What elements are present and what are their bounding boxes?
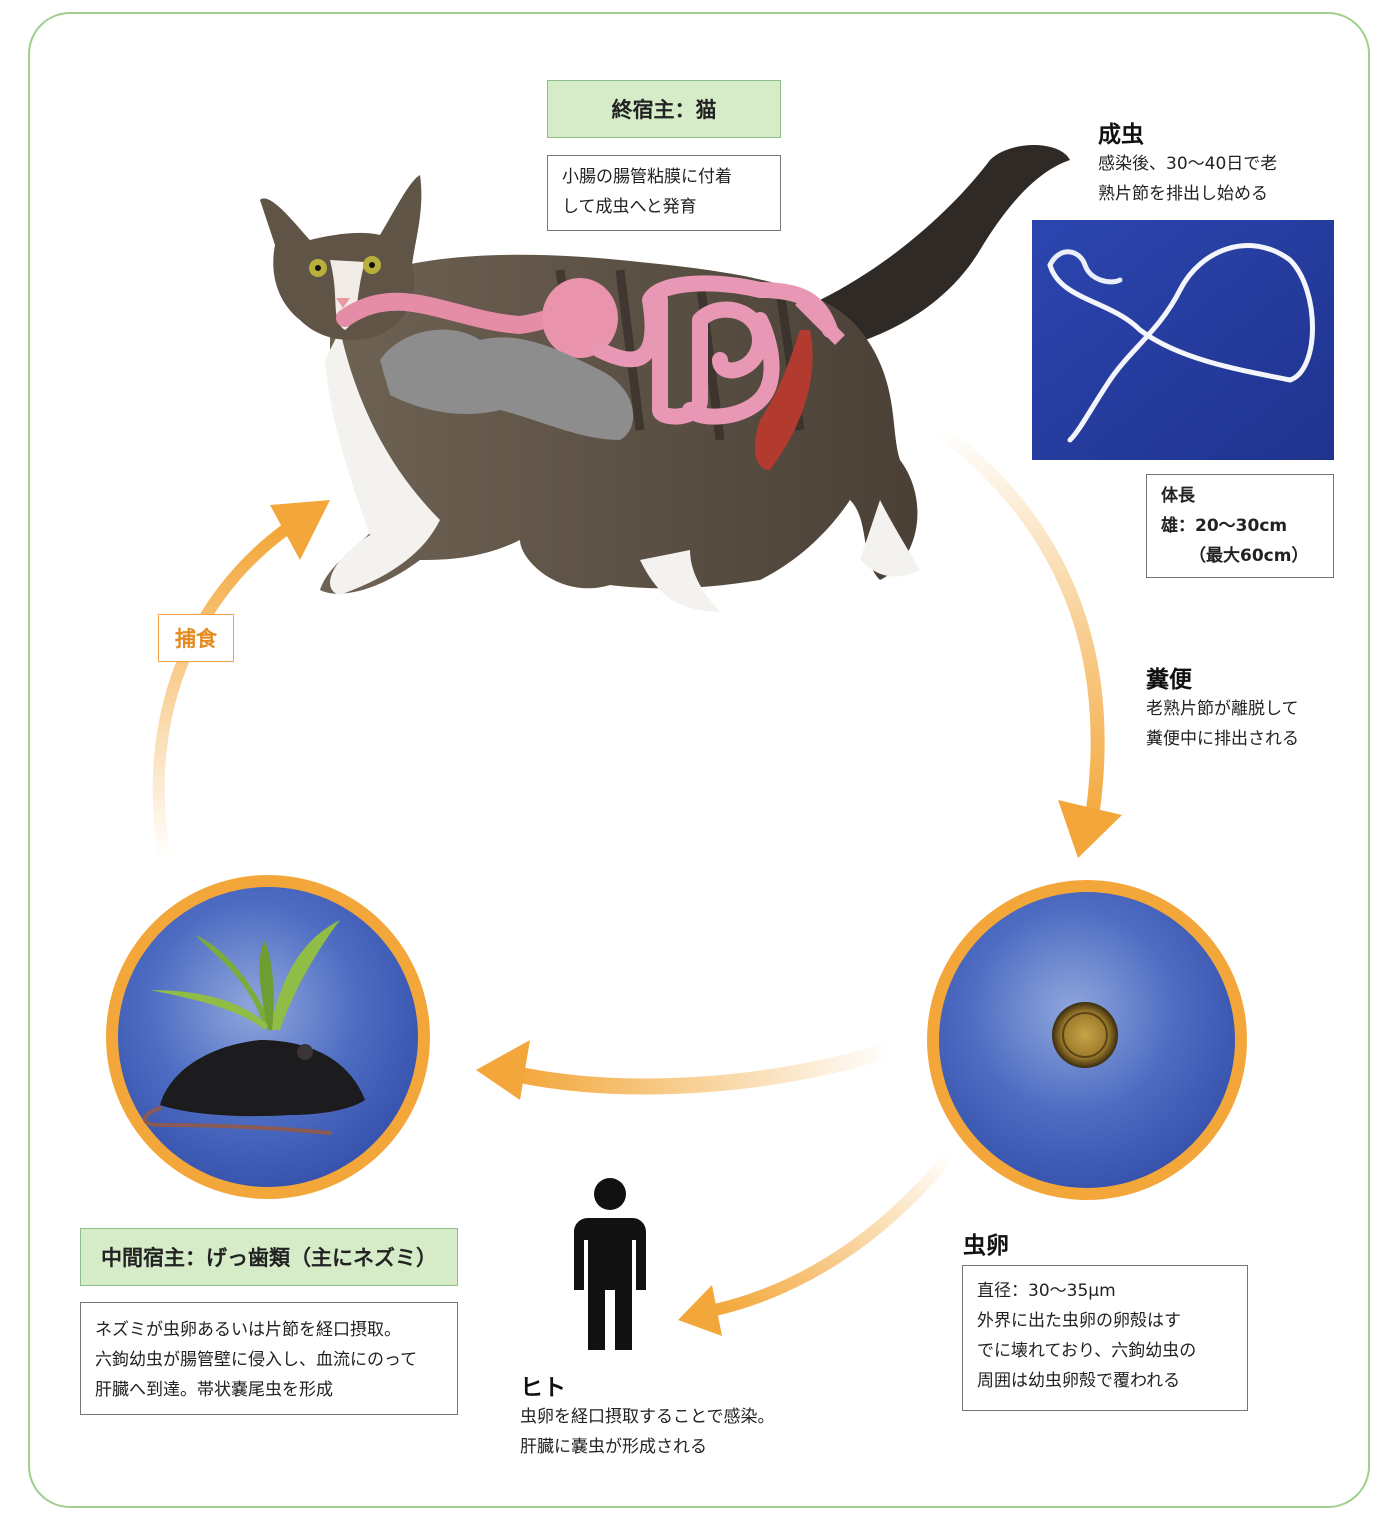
egg-circle bbox=[927, 880, 1247, 1200]
human-line-2: 肝臓に嚢虫が形成される bbox=[520, 1432, 850, 1462]
size-max: （最大60cm） bbox=[1161, 541, 1319, 571]
intermediate-host-label: 中間宿主：げっ歯類（主にネズミ） bbox=[80, 1228, 458, 1286]
intermediate-host-line-3: 肝臓へ到達。帯状嚢尾虫を形成 bbox=[95, 1375, 443, 1405]
feces-text: 糞便 老熟片節が離脱して 糞便中に排出される bbox=[1146, 660, 1361, 754]
adult-worm-text: 成虫 感染後、30～40日で老 熟片節を排出し始める bbox=[1098, 115, 1348, 209]
arrow-to-rat bbox=[476, 1040, 890, 1100]
egg-line-4: 周囲は幼虫卵殻で覆われる bbox=[977, 1366, 1233, 1396]
egg-line-3: でに壊れており、六鉤幼虫の bbox=[977, 1336, 1233, 1366]
size-label: 体長 bbox=[1161, 481, 1319, 511]
arrow-to-feces bbox=[940, 430, 1122, 858]
feces-heading: 糞便 bbox=[1146, 660, 1361, 694]
arrow-to-human bbox=[678, 1155, 950, 1336]
predation-label: 捕食 bbox=[158, 614, 234, 662]
human-heading: ヒト bbox=[520, 1368, 850, 1402]
intermediate-host-description: ネズミが虫卵あるいは片節を経口摂取。 六鉤幼虫が腸管壁に侵入し、血流にのって 肝… bbox=[80, 1302, 458, 1415]
intermediate-host-line-1: ネズミが虫卵あるいは片節を経口摂取。 bbox=[95, 1315, 443, 1345]
egg-description: 直径：30～35μm 外界に出た虫卵の卵殻はす でに壊れており、六鉤幼虫の 周囲… bbox=[962, 1265, 1248, 1411]
feces-line-1: 老熟片節が離脱して bbox=[1146, 694, 1361, 724]
rat-circle bbox=[106, 875, 430, 1199]
adult-worm-heading: 成虫 bbox=[1098, 115, 1348, 149]
definitive-host-line-2: して成虫へと発育 bbox=[562, 192, 766, 222]
definitive-host-label: 終宿主：猫 bbox=[547, 80, 781, 138]
adult-worm-size-box: 体長 雄：20～30cm （最大60cm） bbox=[1146, 474, 1334, 578]
egg-heading: 虫卵 bbox=[963, 1226, 1009, 1260]
adult-worm-line-2: 熟片節を排出し始める bbox=[1098, 179, 1348, 209]
human-line-1: 虫卵を経口摂取することで感染。 bbox=[520, 1402, 850, 1432]
intermediate-host-line-2: 六鉤幼虫が腸管壁に侵入し、血流にのって bbox=[95, 1345, 443, 1375]
human-text: ヒト 虫卵を経口摂取することで感染。 肝臓に嚢虫が形成される bbox=[520, 1368, 850, 1462]
adult-worm-line-1: 感染後、30～40日で老 bbox=[1098, 149, 1348, 179]
size-male: 雄：20～30cm bbox=[1161, 511, 1319, 541]
definitive-host-description: 小腸の腸管粘膜に付着 して成虫へと発育 bbox=[547, 155, 781, 231]
definitive-host-line-1: 小腸の腸管粘膜に付着 bbox=[562, 162, 766, 192]
egg-line-2: 外界に出た虫卵の卵殻はす bbox=[977, 1306, 1233, 1336]
feces-line-2: 糞便中に排出される bbox=[1146, 724, 1361, 754]
adult-worm-photo bbox=[1032, 220, 1334, 460]
arrow-predation bbox=[159, 500, 330, 860]
human-icon bbox=[574, 1178, 646, 1350]
egg-line-1: 直径：30～35μm bbox=[977, 1276, 1233, 1306]
